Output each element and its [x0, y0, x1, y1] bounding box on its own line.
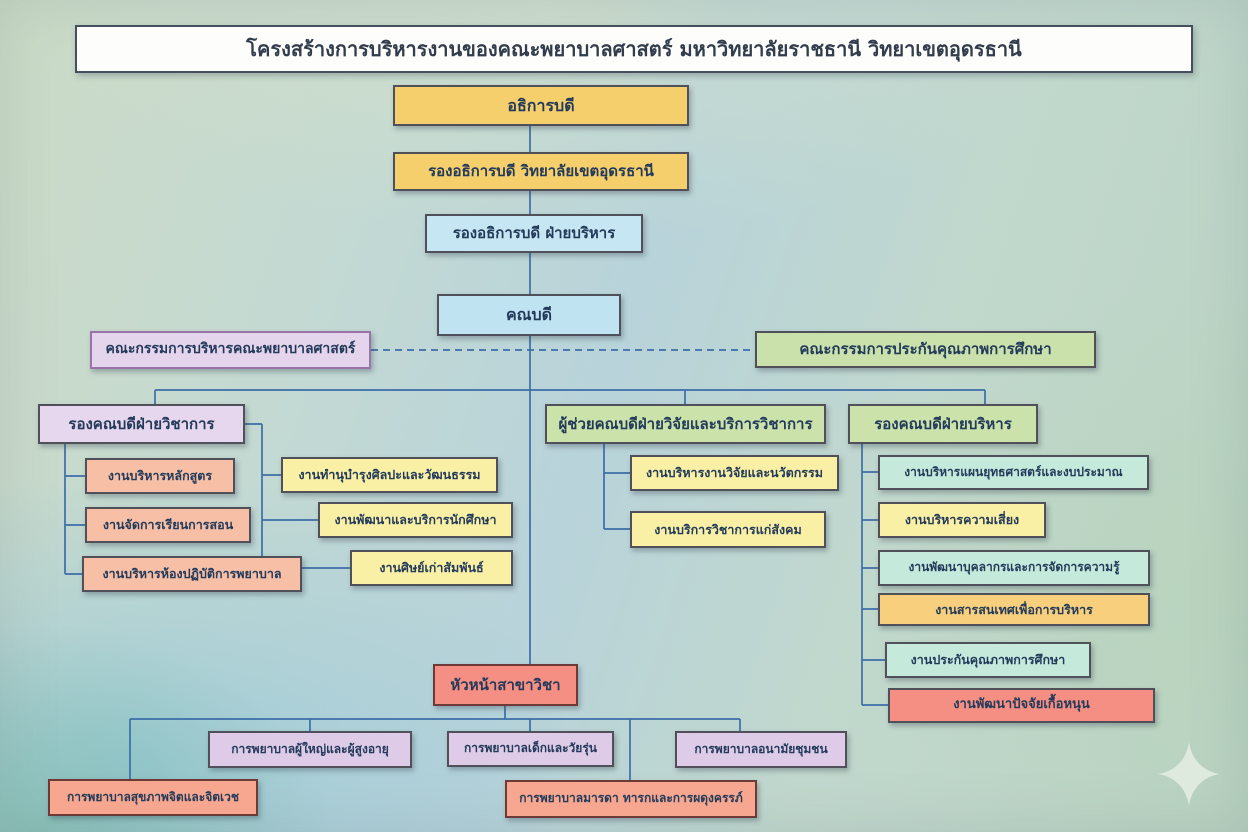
org-node-qa-committee: คณะกรรมการประกันคุณภาพการศึกษา [755, 331, 1096, 368]
org-node-arts-culture: งานทำนุบำรุงศิลปะและวัฒนธรรม [281, 457, 498, 493]
org-node-academic-service: งานบริการวิชาการแก่สังคม [630, 511, 826, 548]
org-node-personnel-knowledge-management: งานพัฒนาบุคลากรและการจัดการความรู้ [878, 550, 1150, 586]
org-node-maternal-midwifery-nursing: การพยาบาลมารดา ทารกและการผดุงครรภ์ [505, 780, 757, 818]
distributor-connector [154, 389, 986, 404]
chart-title: โครงสร้างการบริหารงานของคณะพยาบาลศาสตร์ … [75, 25, 1193, 73]
org-node-adult-elderly-nursing: การพยาบาลผู้ใหญ่และผู้สูงอายุ [208, 731, 412, 768]
org-node-community-health-nursing: การพยาบาลอนามัยชุมชน [675, 731, 847, 768]
org-node-support-factors: งานพัฒนาปัจจัยเกื้อหนุน [888, 688, 1155, 723]
org-node-strategic-plan-budget: งานบริหารแผนยุทธศาสตร์และงบประมาณ [878, 455, 1149, 490]
org-node-child-adolescent-nursing: การพยาบาลเด็กและวัยรุ่น [447, 731, 614, 767]
org-node-president: อธิการบดี [393, 85, 689, 126]
org-node-vice-president-admin: รองอธิการบดี ฝ่ายบริหาร [425, 214, 643, 253]
org-node-dean: คณบดี [437, 294, 621, 336]
org-node-research-innovation: งานบริหารงานวิจัยและนวัตกรรม [630, 455, 839, 491]
org-node-deputy-dean-admin: รองคณบดีฝ่ายบริหาร [848, 404, 1038, 444]
org-node-deputy-dean-academic: รองคณบดีฝ่ายวิชาการ [38, 404, 245, 444]
org-node-student-development: งานพัฒนาและบริการนักศึกษา [318, 502, 513, 538]
academic-right-connector [245, 423, 350, 569]
org-node-teaching-management: งานจัดการเรียนการสอน [85, 507, 251, 543]
sparkle-icon [1158, 742, 1220, 806]
org-node-risk-management: งานบริหารความเสี่ยง [878, 502, 1046, 538]
org-node-alumni-relations: งานศิษย์เก่าสัมพันธ์ [350, 550, 513, 586]
org-node-education-qa: งานประกันคุณภาพการศึกษา [885, 642, 1091, 678]
org-node-faculty-executive-committee: คณะกรรมการบริหารคณะพยาบาลศาสตร์ [90, 331, 371, 369]
org-node-vice-president-campus: รองอธิการบดี วิทยาลัยเขตอุดรธานี [393, 152, 689, 191]
org-node-information-administration: งานสารสนเทศเพื่อการบริหาร [878, 593, 1150, 626]
research-branch-connector [603, 444, 630, 530]
academic-left-connector [64, 444, 85, 575]
org-node-mental-health-nursing: การพยาบาลสุขภาพจิตและจิตเวช [48, 779, 258, 816]
org-node-nursing-lab-administration: งานบริหารห้องปฏิบัติการพยาบาล [82, 556, 302, 592]
org-node-department-head: หัวหน้าสาขาวิชา [433, 664, 578, 706]
org-node-curriculum-administration: งานบริหารหลักสูตร [85, 458, 235, 494]
org-node-assistant-dean-research: ผู้ช่วยคณบดีฝ่ายวิจัยและบริการวิชาการ [545, 404, 826, 444]
